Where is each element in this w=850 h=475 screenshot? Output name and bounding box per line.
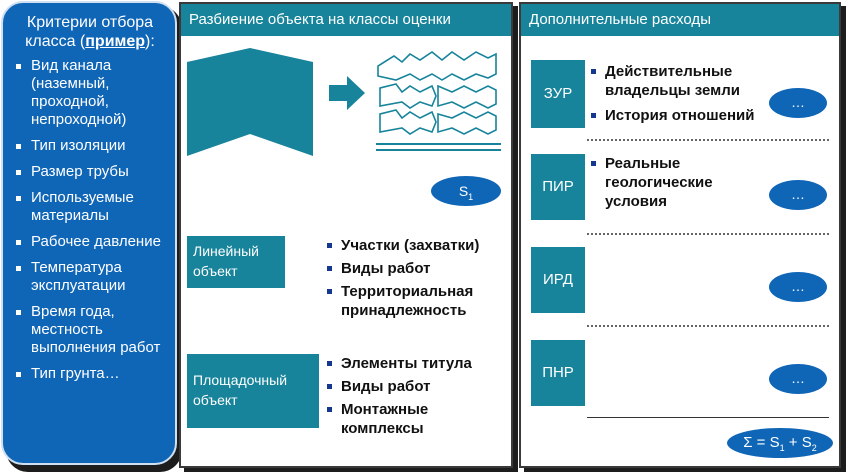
site-object-item: Монтажные комплексы xyxy=(325,400,505,438)
pir-label: ПИР xyxy=(531,154,585,220)
zur-more-badge: … xyxy=(769,88,827,118)
site-object-label: Площадочный объект xyxy=(187,354,319,428)
pir-more-badge: … xyxy=(769,180,827,210)
linear-object-label: Линейный объект xyxy=(187,236,285,288)
row-divider xyxy=(587,233,829,235)
zur-item: История отношений xyxy=(589,106,779,125)
linear-object-item: Участки (захватки) xyxy=(325,236,505,255)
sum-divider xyxy=(587,417,829,418)
pir-list: Реальные геологические условия xyxy=(589,154,759,215)
zur-list: Действительные владельцы земли История о… xyxy=(589,62,779,129)
linear-object-item: Виды работ xyxy=(325,259,505,278)
total-sum-badge: Σ = S1 + S2 xyxy=(727,428,833,458)
criteria-item: Используемые материалы xyxy=(13,189,167,225)
right-panel-title: Дополнительные расходы xyxy=(521,4,839,36)
site-object-item: Виды работ xyxy=(325,377,505,396)
right-arrow-icon xyxy=(329,76,365,110)
zur-item: Действительные владельцы земли xyxy=(589,62,779,100)
row-divider xyxy=(587,325,829,327)
site-object-list: Элементы титула Виды работ Монтажные ком… xyxy=(325,354,505,442)
pnr-label: ПНР xyxy=(531,340,585,406)
ird-more-badge: … xyxy=(769,272,827,302)
pir-item: Реальные геологические условия xyxy=(589,154,759,211)
criteria-list: Вид канала (наземный, проходной, непрохо… xyxy=(13,57,167,383)
criteria-item: Температура эксплуатации xyxy=(13,259,167,295)
criteria-item: Тип изоляции xyxy=(13,137,167,155)
pnr-more-badge: … xyxy=(769,364,827,394)
middle-panel-title: Разбиение объекта на классы оценки xyxy=(181,4,511,36)
criteria-item: Вид канала (наземный, проходной, непрохо… xyxy=(13,57,167,129)
criteria-title-example: пример xyxy=(85,33,146,50)
object-chevron-icon xyxy=(187,48,313,156)
ird-label: ИРД xyxy=(531,247,585,313)
criteria-item: Размер трубы xyxy=(13,163,167,181)
criteria-item: Тип грунта… xyxy=(13,365,167,383)
criteria-item: Рабочее давление xyxy=(13,233,167,251)
puzzle-pieces-icon xyxy=(376,51,501,151)
criteria-panel: Критерии отбора класса (пример): Вид кан… xyxy=(1,1,177,465)
linear-object-item: Территориальная принадлежность xyxy=(325,282,505,320)
site-object-item: Элементы титула xyxy=(325,354,505,373)
zur-label: ЗУР xyxy=(531,60,585,128)
s1-badge: S1 xyxy=(431,176,501,206)
criteria-title: Критерии отбора класса (пример): xyxy=(25,14,155,50)
criteria-item: Время года, местность выполнения работ xyxy=(13,303,167,357)
linear-object-list: Участки (захватки) Виды работ Территориа… xyxy=(325,236,505,324)
additional-costs-panel: Дополнительные расходы ЗУР Действительны… xyxy=(519,2,841,468)
object-breakdown-panel: Разбиение объекта на классы оценки S1 Ли… xyxy=(179,2,513,468)
row-divider xyxy=(587,139,829,141)
